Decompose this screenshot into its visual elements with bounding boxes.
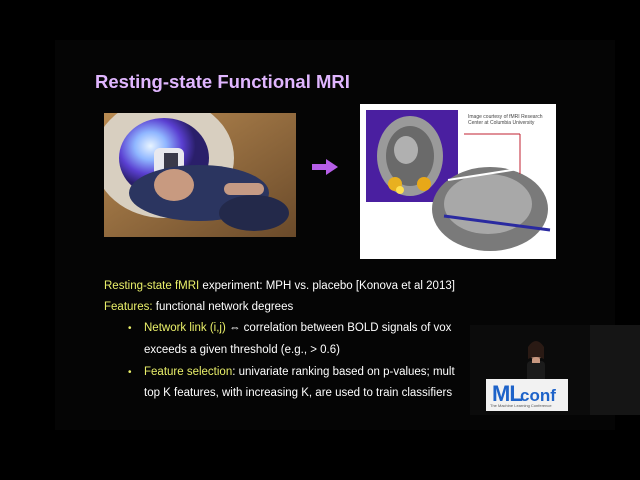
mlconf-logo: ML conf The Machine Learning Conference — [486, 379, 568, 411]
feature-selection-description: : univariate ranking based on p-values; … — [232, 366, 455, 378]
text-line-experiment: Resting-state fMRI experiment: MPH vs. p… — [104, 280, 455, 292]
highlight-network-link: Network link (i,j) — [144, 322, 226, 334]
mri-scanner-photo — [104, 113, 296, 237]
logo-tagline: The Machine Learning Conference — [490, 403, 552, 408]
bullet-dot-1: • — [128, 323, 132, 334]
highlight-features: Features: — [104, 301, 153, 313]
logo-conf-text: conf — [520, 386, 556, 405]
logo-ml-text: ML — [492, 381, 523, 406]
bullet-network-link: Network link (i,j) ⇔ correlation between… — [144, 322, 451, 334]
highlight-resting-state-fmri: Resting-state fMRI — [104, 280, 200, 292]
bullet-dot-2: • — [128, 367, 132, 378]
right-arrow-icon — [312, 159, 338, 180]
experiment-description: experiment: MPH vs. placebo [Konova et a… — [199, 280, 455, 292]
highlight-feature-selection: Feature selection — [144, 366, 233, 378]
bullet-feature-selection-continued: top K features, with increasing K, are u… — [144, 387, 453, 399]
slide-title: Resting-state Functional MRI — [95, 71, 350, 92]
network-link-description: ⇔ correlation between BOLD signals of vo… — [225, 322, 452, 334]
bullet-network-link-continued: exceeds a given threshold (e.g., > 0.6) — [144, 344, 340, 356]
image-credit: Image courtesy of fMRI Research Center a… — [468, 114, 543, 126]
text-line-features: Features: functional network degrees — [104, 301, 293, 313]
features-description: functional network degrees — [152, 301, 294, 313]
brain-scan-image: Image courtesy of fMRI Research Center a… — [360, 104, 556, 259]
bullet-feature-selection: Feature selection: univariate ranking ba… — [144, 366, 455, 378]
